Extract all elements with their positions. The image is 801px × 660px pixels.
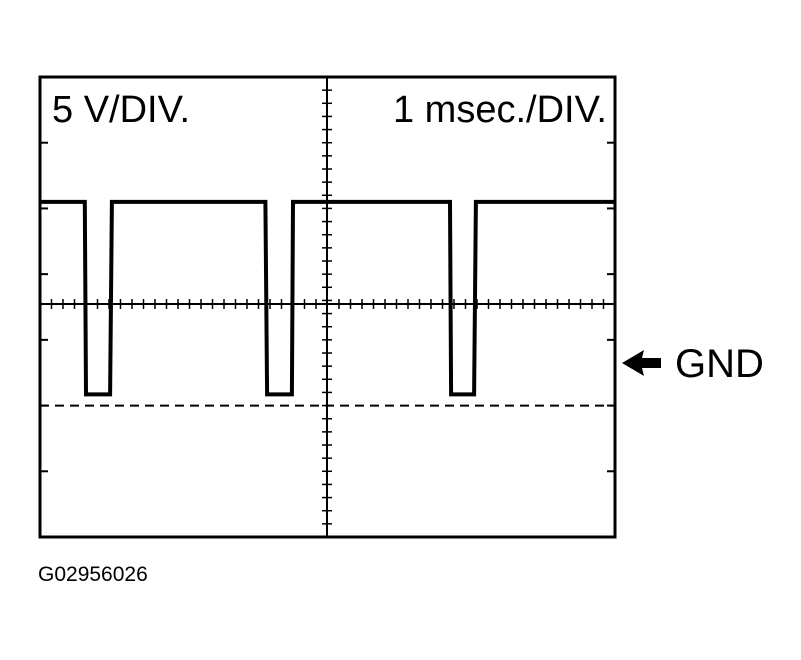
signal-trace: [40, 199, 615, 397]
time-per-div-label: 1 msec./DIV.: [393, 89, 607, 131]
center-axes: [40, 77, 615, 537]
gnd-arrow-icon: [622, 350, 661, 376]
volts-per-div-label: 5 V/DIV.: [52, 89, 190, 131]
gnd-label: GND: [675, 342, 764, 386]
figure-id: G02956026: [38, 563, 148, 586]
